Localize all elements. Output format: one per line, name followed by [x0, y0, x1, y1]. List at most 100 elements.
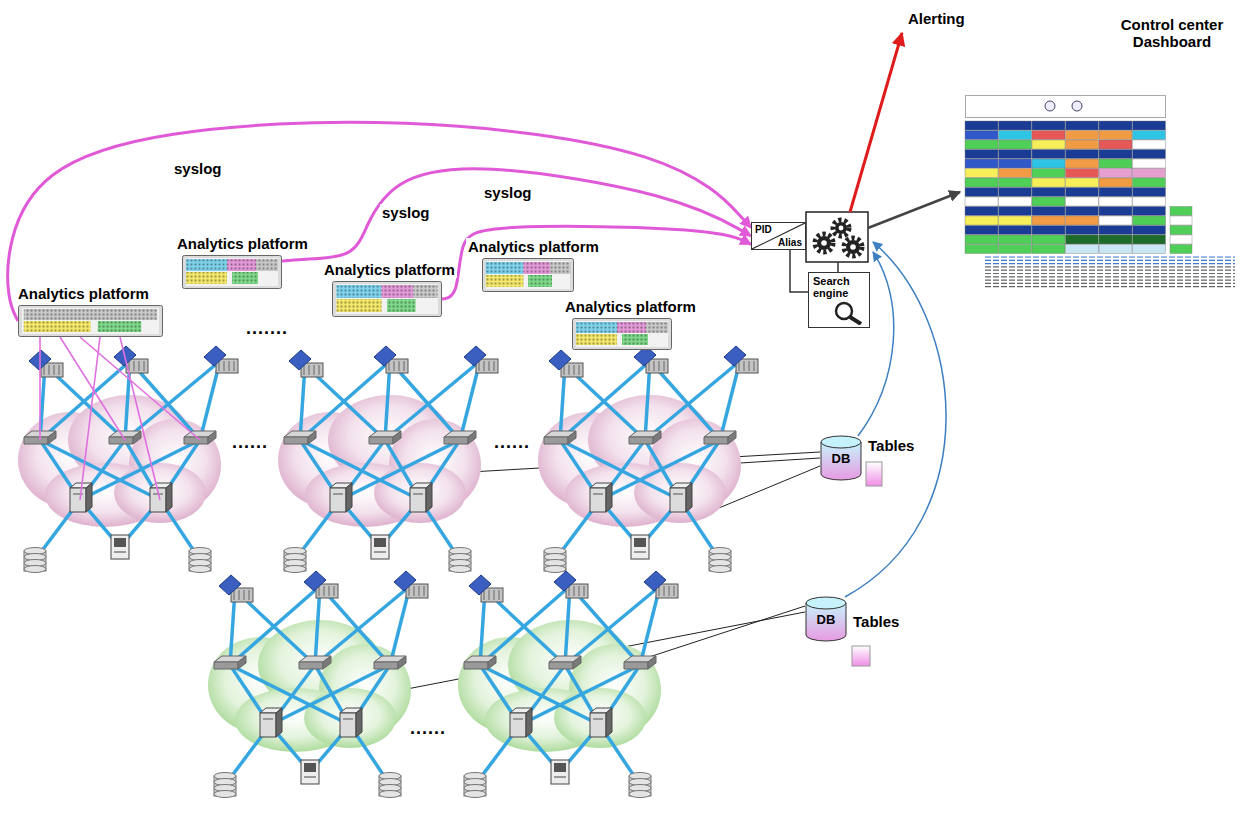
alert-arrow: [850, 33, 902, 212]
dashboard-cell: [1099, 121, 1132, 130]
switch-icon: [369, 431, 401, 444]
dashboard-cell: [1032, 188, 1065, 197]
analytics-platform: Analytics platform: [332, 281, 442, 317]
antenna-slot: [414, 586, 415, 596]
dashboard-cell: [1066, 169, 1099, 178]
antenna-slot: [304, 365, 305, 375]
network-link: [480, 586, 570, 665]
antenna-slot: [44, 365, 45, 375]
pid-alias-label: Alias: [778, 237, 802, 248]
antenna-slot: [219, 361, 220, 371]
server-slot: [333, 494, 343, 495]
gear-body: [846, 240, 860, 254]
antenna-dish: [724, 346, 746, 366]
antenna-slot: [329, 586, 330, 596]
antenna-slot: [249, 590, 250, 600]
disk-platter: [464, 791, 486, 798]
dashboard-side-cell: [1170, 226, 1192, 235]
dashboard-cell: [965, 150, 998, 159]
dashboard-cell: [965, 245, 998, 254]
antenna-slot: [664, 361, 665, 371]
server-slot: [673, 494, 683, 495]
dashboard-cell: [1066, 245, 1099, 254]
network-cluster: [458, 571, 678, 798]
front-panel: [186, 258, 278, 286]
port-block: [387, 299, 416, 312]
chassis: [183, 256, 282, 289]
port-block: [550, 262, 570, 274]
server-side: [686, 483, 692, 512]
switch-front: [369, 437, 393, 444]
dashboard-cell: [999, 207, 1032, 216]
switch-side: [728, 431, 736, 444]
network-link: [560, 361, 650, 440]
tower-screen: [374, 538, 386, 547]
antenna-slot: [574, 586, 575, 596]
dashboard-cell: [999, 131, 1032, 140]
gear-hole: [821, 240, 827, 246]
antenna-slot: [659, 361, 660, 371]
diagonal: [752, 223, 805, 249]
dashboard-cell: [999, 197, 1032, 206]
database-cylinder: DBTables: [820, 435, 862, 481]
dashboard-cell: [999, 121, 1032, 130]
port-block: [382, 285, 414, 298]
server-side: [86, 483, 92, 512]
dashboard-header: [966, 96, 1166, 118]
disk-platter: [449, 566, 471, 573]
port-block: [24, 309, 157, 320]
dashboard-cell: [1066, 121, 1099, 130]
gear-hole: [850, 244, 856, 250]
dashboard-cell: [1099, 245, 1132, 254]
switch-front: [109, 437, 133, 444]
antenna-slot: [674, 586, 675, 596]
dashboard-icon: [1072, 101, 1082, 111]
dashboard-cell: [1133, 131, 1166, 140]
dashboard-cell: [965, 178, 998, 187]
server-icon: [590, 708, 612, 737]
switch-front: [184, 437, 208, 444]
dashboard-row: [985, 283, 1235, 284]
dashboard-cell: [1133, 207, 1166, 216]
tower-screen: [114, 538, 126, 547]
network-cluster: [208, 571, 428, 798]
pid-alias-box: PIDAlias: [751, 222, 806, 250]
box-link: [837, 262, 839, 272]
dashboard-cell: [1099, 235, 1132, 244]
dashboard-cell: [999, 159, 1032, 168]
disk-platter: [379, 791, 401, 798]
port-row: [622, 334, 648, 345]
switch-front: [704, 437, 728, 444]
switch-front: [464, 662, 488, 669]
antenna-icon: [554, 571, 588, 598]
gear-hole: [839, 226, 844, 231]
port-row: [550, 262, 570, 274]
antenna-slot: [54, 365, 55, 375]
switch-icon: [284, 431, 316, 444]
antenna-slot: [244, 590, 245, 600]
server-icon: [590, 483, 612, 512]
lens: [836, 303, 852, 319]
server-side: [526, 708, 532, 737]
port-block: [622, 334, 648, 345]
port-row: [98, 321, 142, 332]
antenna-icon: [634, 346, 668, 373]
switch-front: [629, 437, 653, 444]
port-block: [186, 259, 227, 271]
mirror-wire: [60, 337, 125, 440]
antenna-slot: [499, 590, 500, 600]
tables-label: Tables: [866, 437, 916, 454]
dashboard-side-cell: [1170, 235, 1192, 244]
dashboard-cell: [965, 226, 998, 235]
antenna-dish: [219, 575, 241, 595]
dashboard-cell: [1032, 159, 1065, 168]
tower-slot: [304, 777, 316, 778]
dashboard-cell: [1099, 188, 1132, 197]
port-row: [24, 309, 157, 320]
mirror-wire: [120, 337, 160, 500]
dashboard-cell: [999, 188, 1032, 197]
switch-side: [133, 431, 141, 444]
antenna-dish: [549, 350, 571, 370]
ellipsis: ......: [410, 718, 446, 739]
network-link: [230, 586, 320, 665]
